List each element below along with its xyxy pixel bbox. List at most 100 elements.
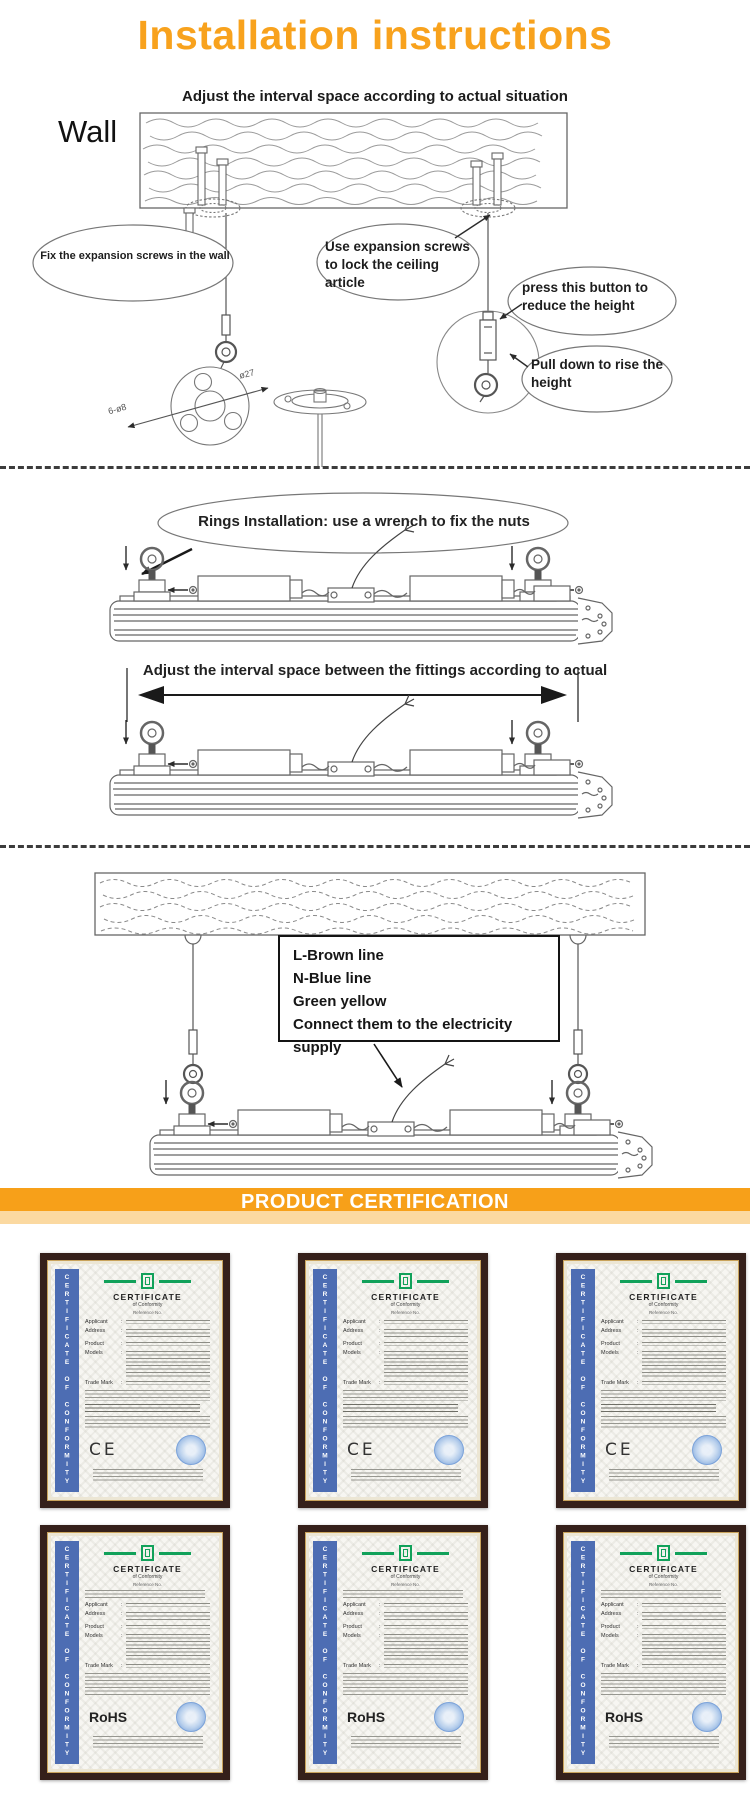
conformity-mark: CE (605, 1440, 634, 1460)
certificate-title: CERTIFICATE (371, 1292, 440, 1302)
field-colon: : (379, 1611, 381, 1617)
fine-print (601, 1590, 721, 1598)
certificate-inner-border: CERTIFICATE OF CONFORMITY CERTIFICATE of… (563, 1260, 739, 1501)
certificate-reference: Reference No. (648, 1582, 678, 1587)
certificate-content: CERTIFICATE of Conformity Reference No. … (595, 1269, 730, 1492)
field-colon: : (637, 1663, 639, 1669)
certificate-subtitle: of Conformity (132, 1574, 163, 1580)
field-value-lines (641, 1329, 726, 1338)
field-colon: : (379, 1663, 381, 1669)
field-row: Trade Mark : (601, 1663, 726, 1669)
logo-bar (159, 1279, 191, 1283)
field-colon: : (637, 1611, 639, 1617)
field-value-lines (383, 1625, 468, 1629)
field-colon: : (121, 1328, 123, 1334)
field-label: Trade Mark (85, 1380, 113, 1386)
certificate-content: CERTIFICATE of Conformity Reference No. … (595, 1541, 730, 1764)
logo-emblem-icon (399, 1545, 412, 1561)
certificate-side-banner-text: CERTIFICATE OF CONFORMITY (63, 1546, 71, 1759)
certificate-title: CERTIFICATE (371, 1564, 440, 1574)
field-value-lines (641, 1625, 726, 1629)
ceiling-drawing (94, 872, 646, 945)
fine-print (601, 1390, 726, 1401)
field-colon: : (379, 1624, 381, 1630)
field-value-lines (125, 1351, 210, 1377)
certificate-title: CERTIFICATE (113, 1564, 182, 1574)
certificate-side-banner: CERTIFICATE OF CONFORMITY (55, 1269, 79, 1492)
certification-banner-title: PRODUCT CERTIFICATION (241, 1191, 509, 1213)
stamp-icon (692, 1435, 722, 1465)
field-colon: : (121, 1611, 123, 1617)
field-row: Applicant : (85, 1602, 210, 1608)
certificate-frame: CERTIFICATE OF CONFORMITY CERTIFICATE of… (556, 1525, 746, 1780)
field-label: Trade Mark (343, 1380, 371, 1386)
ceiling-suspension-diagram (94, 872, 750, 1190)
field-row: Applicant : (85, 1319, 210, 1325)
certificate-content: CERTIFICATE of Conformity Reference No. … (337, 1269, 472, 1492)
certificate-subtitle: of Conformity (648, 1574, 679, 1580)
logo-emblem-icon (657, 1273, 670, 1289)
field-label: Address (601, 1611, 622, 1617)
wall-installation-diagram (32, 112, 677, 467)
callout-bubbles (32, 214, 677, 413)
field-label: Product (85, 1341, 104, 1347)
fine-print (85, 1416, 210, 1430)
field-colon: : (121, 1319, 123, 1325)
field-colon: : (637, 1624, 639, 1630)
field-colon: : (121, 1602, 123, 1608)
certificate-reference: Reference No. (132, 1582, 162, 1587)
certificate-mark-row: RoHS (601, 1701, 726, 1733)
logo-bar (417, 1551, 449, 1555)
field-row: Address : (601, 1328, 726, 1338)
field-value-lines (641, 1381, 726, 1385)
certificate-side-banner: CERTIFICATE OF CONFORMITY (313, 1269, 337, 1492)
fine-print (350, 1469, 461, 1482)
field-label: Applicant (85, 1319, 108, 1325)
certificate-frame: CERTIFICATE OF CONFORMITY CERTIFICATE of… (556, 1253, 746, 1508)
field-row: Models : (85, 1633, 210, 1660)
field-value-lines (383, 1351, 468, 1377)
field-value-lines (125, 1625, 210, 1629)
wire-box-arrow (373, 1043, 403, 1088)
logo-bar (104, 1279, 136, 1283)
wiring-line-ground: Green yellow (293, 993, 387, 1010)
field-value-lines (125, 1634, 210, 1660)
wiring-instruction-box: L-Brown line N-Blue line Green yellow Co… (278, 935, 560, 1056)
certificate-side-banner-text: CERTIFICATE OF CONFORMITY (579, 1274, 587, 1487)
fine-print (343, 1416, 468, 1430)
stamp-icon (176, 1435, 206, 1465)
field-value-lines (383, 1381, 468, 1385)
field-label: Trade Mark (601, 1663, 629, 1669)
field-value-lines (641, 1320, 726, 1324)
fine-print (601, 1416, 726, 1430)
conformity-mark: RoHS (605, 1709, 644, 1725)
field-row: Models : (343, 1350, 468, 1377)
fine-print (601, 1404, 716, 1413)
conformity-mark: RoHS (347, 1709, 386, 1725)
field-colon: : (637, 1633, 639, 1639)
field-label: Product (601, 1624, 620, 1630)
field-label: Models (601, 1633, 619, 1639)
certificate-mark-row: CE (343, 1434, 468, 1466)
callout-press-button-text: press this button to reduce the height (522, 280, 648, 314)
field-row: Product : (85, 1341, 210, 1347)
field-row: Trade Mark : (85, 1663, 210, 1669)
field-row: Address : (343, 1611, 468, 1621)
certification-body-logo (601, 1545, 726, 1561)
fine-print (85, 1590, 205, 1598)
certificate-title: CERTIFICATE (113, 1292, 182, 1302)
stamp-icon (692, 1702, 722, 1732)
wiring-line-l: L-Brown line (293, 947, 384, 964)
rings-installation-diagram (0, 492, 750, 848)
conformity-mark: CE (89, 1440, 118, 1460)
certificate-subtitle: of Conformity (390, 1302, 421, 1308)
field-row: Applicant : (343, 1602, 468, 1608)
certificate-fields: Applicant : Address : Product : (601, 1319, 726, 1386)
field-value-lines (383, 1342, 468, 1346)
callout-lock-ceiling-text: Use expansion screws to lock the ceiling… (325, 239, 470, 291)
field-colon: : (637, 1350, 639, 1356)
fine-print (343, 1590, 463, 1598)
interval-double-arrow (126, 668, 579, 722)
certificate-side-banner-text: CERTIFICATE OF CONFORMITY (321, 1546, 329, 1759)
field-colon: : (379, 1380, 381, 1386)
